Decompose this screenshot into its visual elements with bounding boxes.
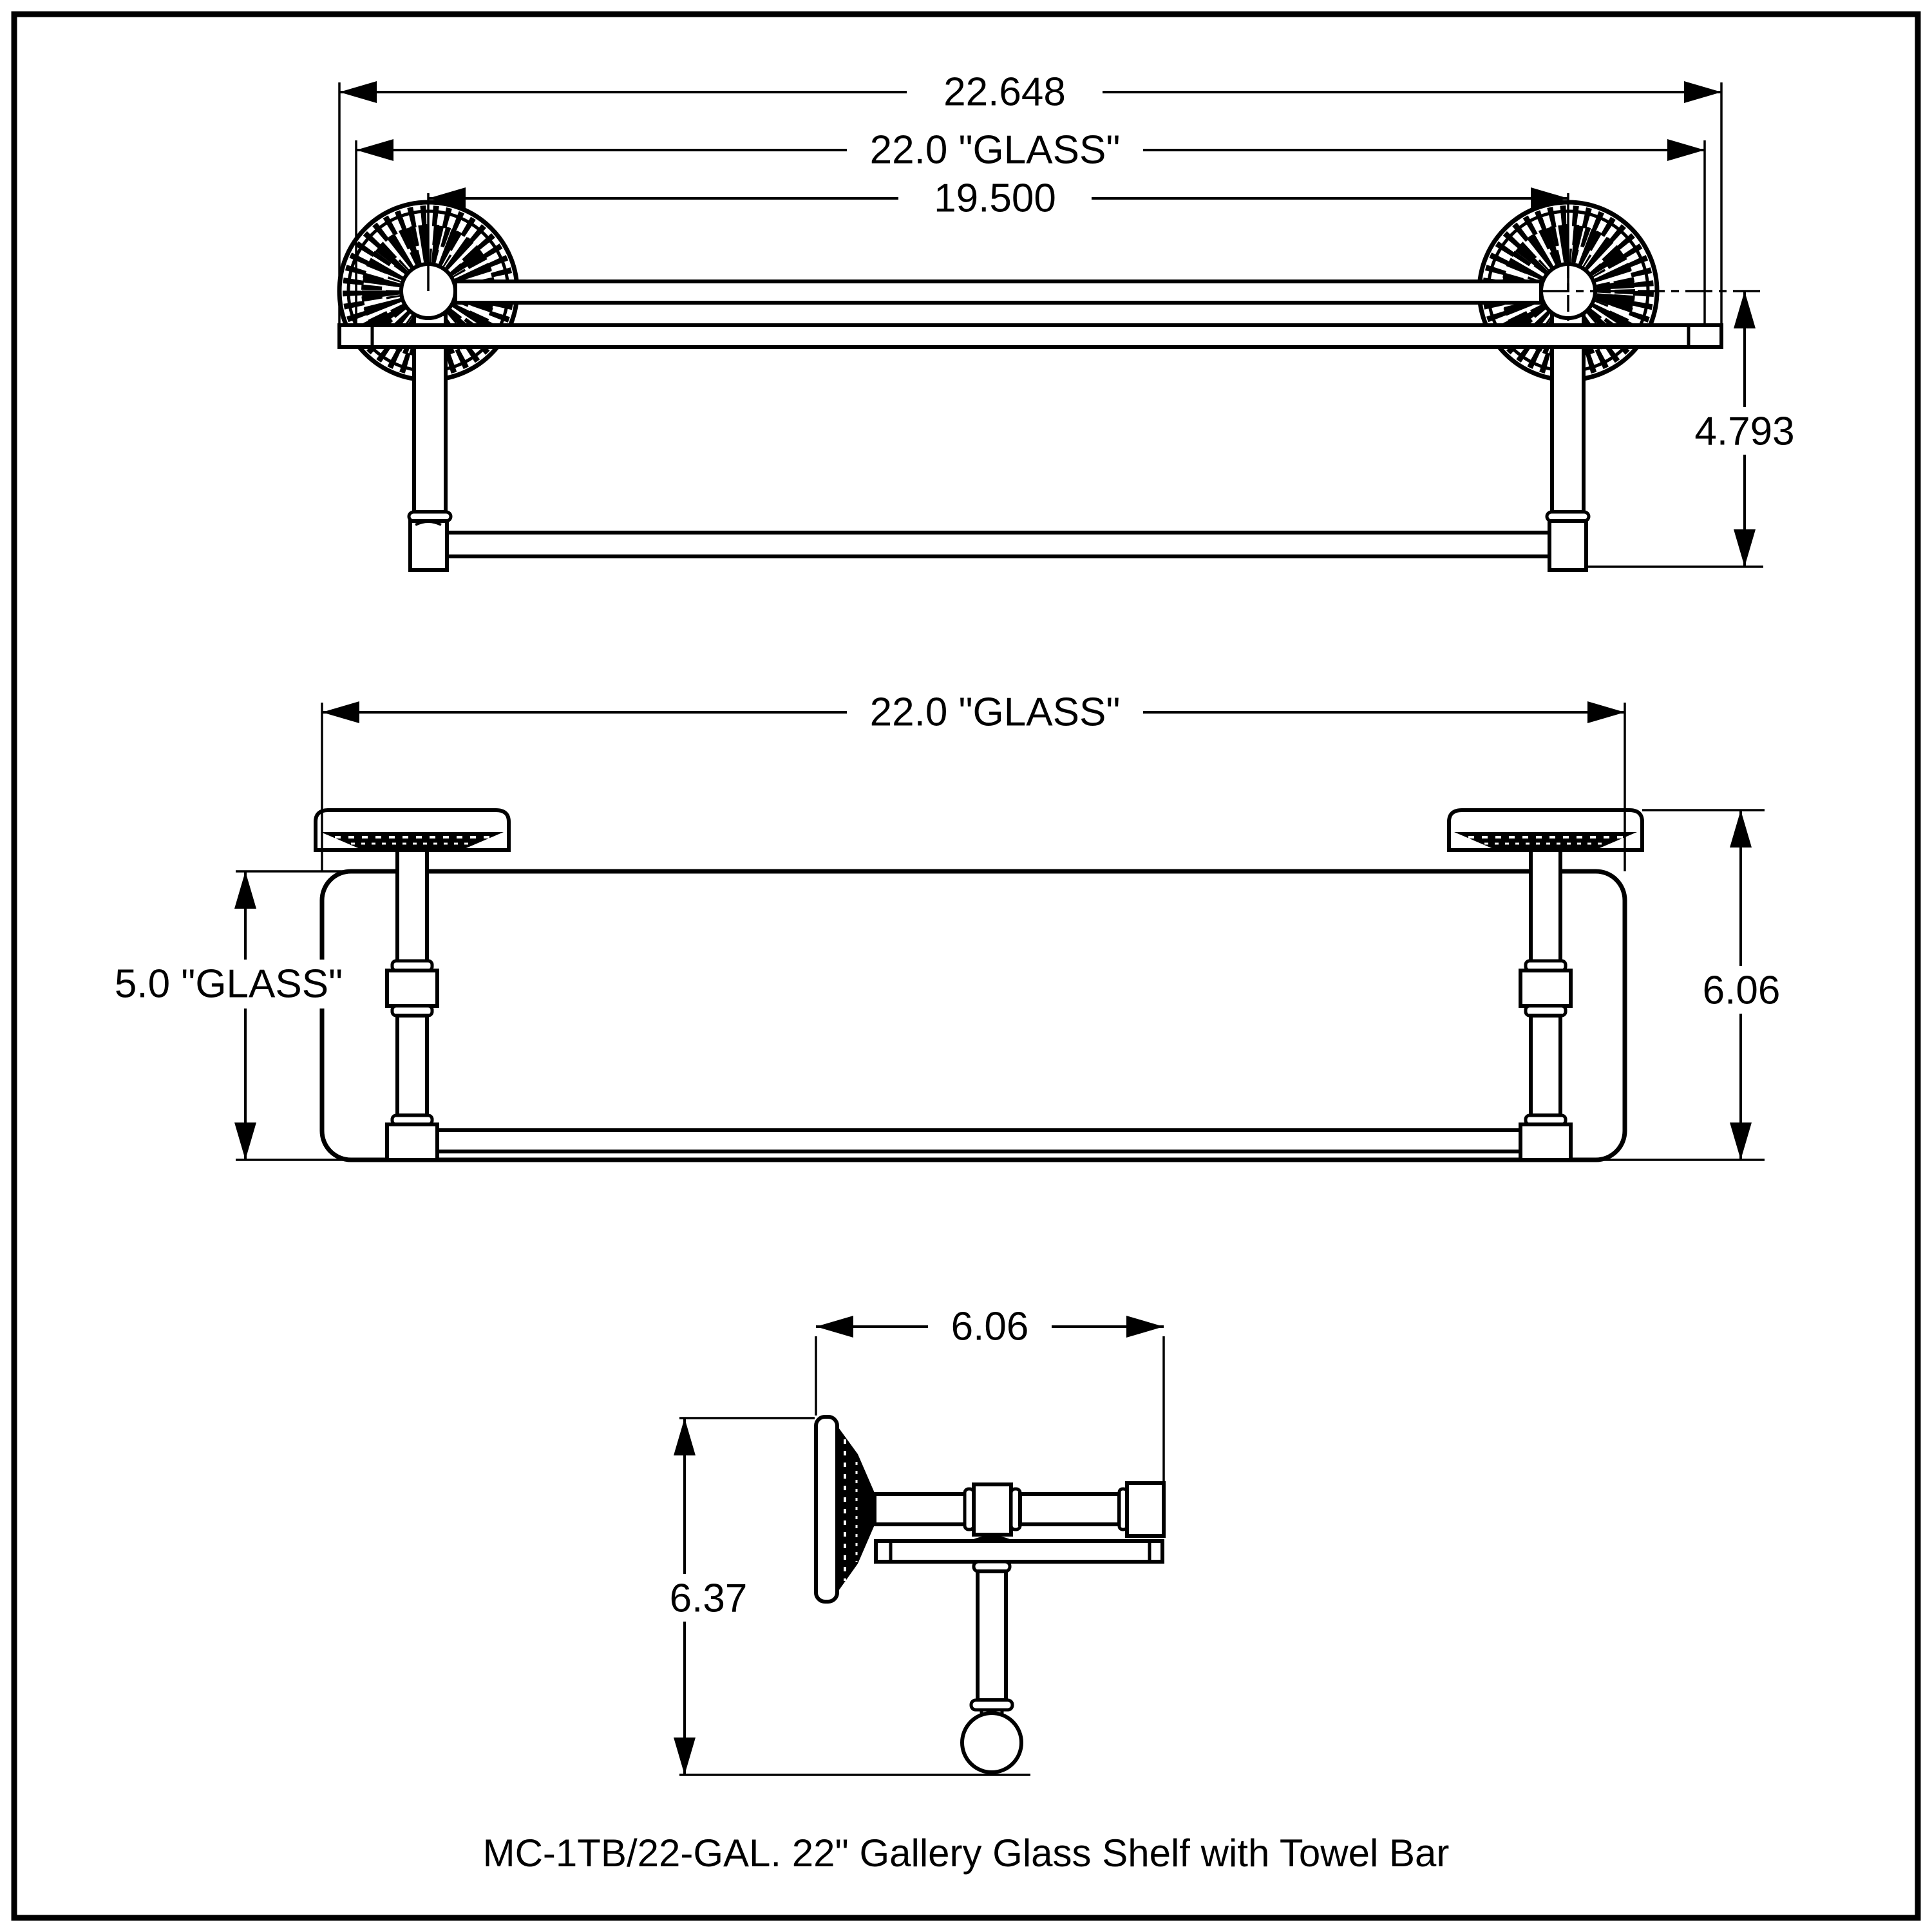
front-elevation-view xyxy=(337,193,1763,572)
side-drop-post xyxy=(976,1569,1008,1702)
elbow-right xyxy=(1548,519,1588,572)
dim-projection: 6.06 xyxy=(951,1305,1029,1349)
plan-post-left-lower xyxy=(395,1014,429,1117)
side-profile-view xyxy=(814,1415,1166,1774)
glass-shelf-plan xyxy=(319,869,1627,1162)
drawing-caption: MC-1TB/22-GAL. 22" Gallery Glass Shelf w… xyxy=(483,1832,1450,1875)
wall-flange-plan-left xyxy=(316,810,509,851)
side-collar xyxy=(972,1482,1013,1537)
gallery-rail xyxy=(453,279,1543,305)
plan-towel-bar xyxy=(435,1128,1522,1153)
plan-view xyxy=(316,810,1642,1162)
plan-post-left-upper xyxy=(395,848,429,964)
dim-plan-height: 6.06 xyxy=(1703,969,1781,1013)
side-arm-outer xyxy=(1018,1492,1121,1526)
side-arm-inner xyxy=(873,1492,974,1526)
towel-bar xyxy=(445,531,1551,558)
plan-dimensions: 22.0 "GLASS" 5.0 "GLASS" 6.06 xyxy=(90,688,1803,1161)
elbow-joint-arc-left xyxy=(415,520,442,526)
glass-shelf-side xyxy=(874,1539,1164,1564)
dim-overall-width: 22.648 xyxy=(943,70,1066,115)
plan-elbow-left xyxy=(385,1122,439,1162)
wall-flange-plan-right xyxy=(1449,810,1642,851)
plan-elbow-right xyxy=(1519,1122,1573,1162)
side-end-cap xyxy=(1125,1481,1166,1538)
elbow-left xyxy=(408,519,449,572)
flange-rim-side xyxy=(814,1415,839,1604)
dim-glass-width-front: 22.0 "GLASS" xyxy=(870,128,1121,173)
dim-overall-drop: 6.37 xyxy=(670,1577,748,1621)
plan-collar-right xyxy=(1519,969,1573,1008)
dim-mount-spacing: 19.500 xyxy=(934,176,1056,221)
dim-glass-width-plan: 22.0 "GLASS" xyxy=(870,690,1121,735)
plan-collar-left xyxy=(385,969,439,1008)
plan-post-right-lower xyxy=(1529,1014,1562,1117)
glass-shelf-edge xyxy=(337,323,1723,349)
plan-post-right-upper xyxy=(1529,848,1562,964)
side-dimensions: 6.06 6.37 xyxy=(645,1302,1165,1776)
dim-glass-depth: 5.0 "GLASS" xyxy=(115,962,343,1007)
towel-bar-ball-end xyxy=(960,1711,1023,1774)
front-dimensions: 22.648 22.0 "GLASS" 19.500 4.793 xyxy=(338,68,1822,568)
dim-bar-drop: 4.793 xyxy=(1694,410,1794,454)
